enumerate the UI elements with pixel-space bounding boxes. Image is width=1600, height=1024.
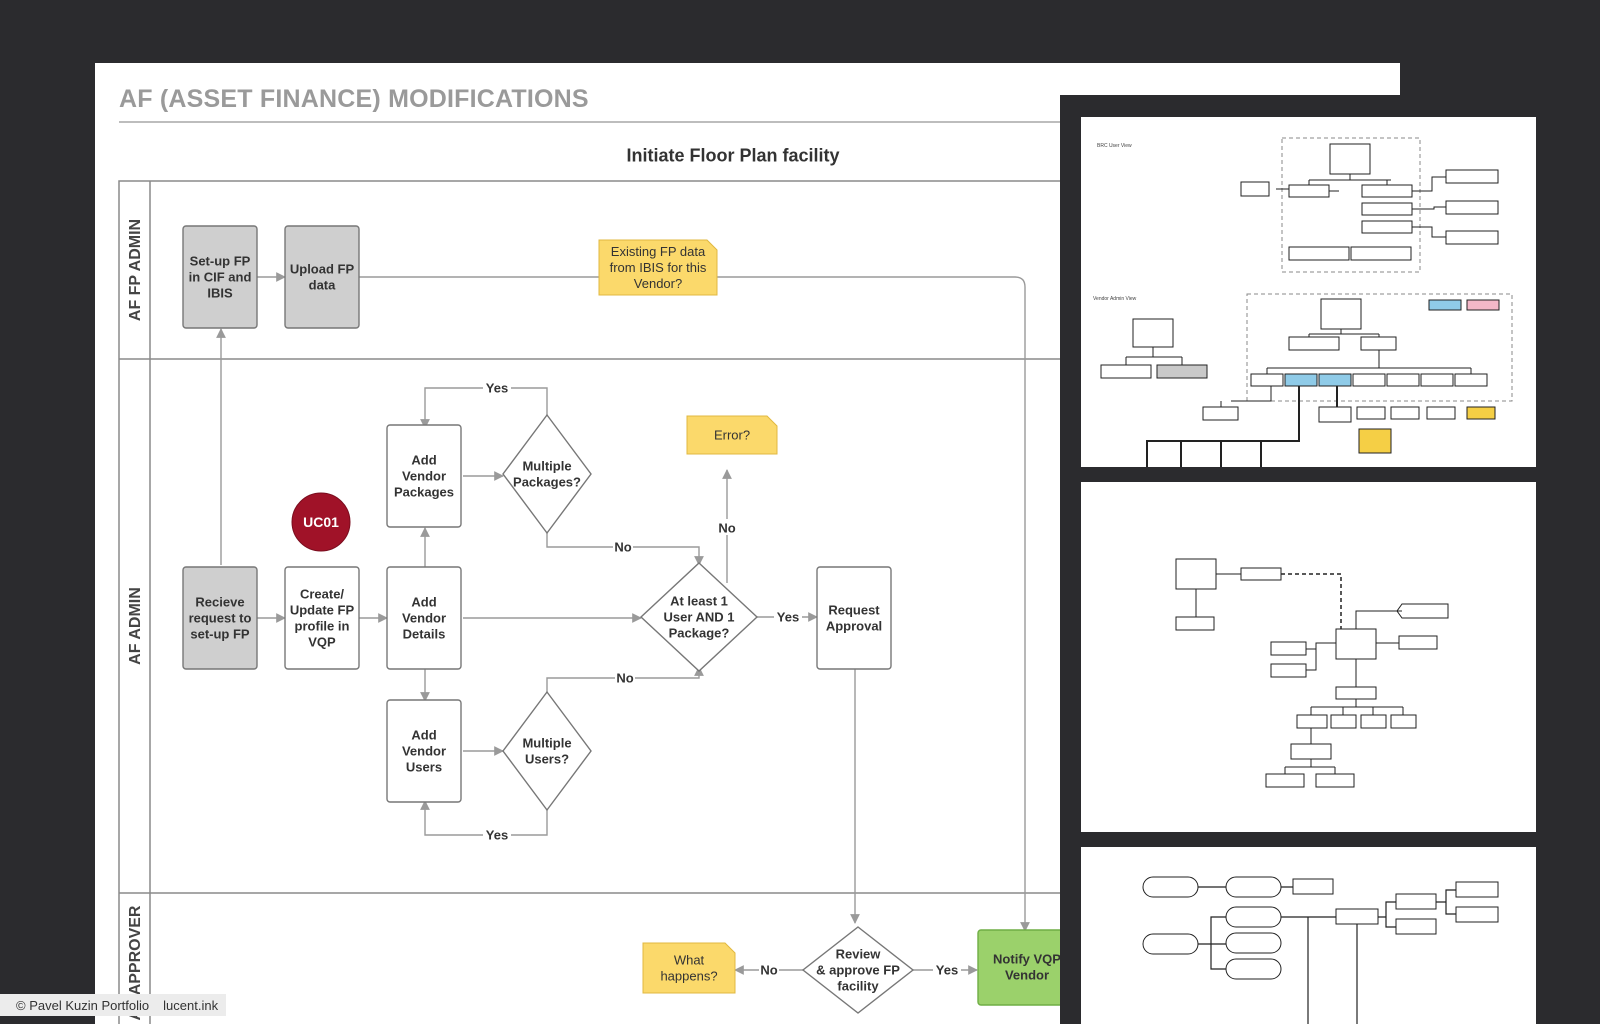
- uc01-badge: [291, 492, 351, 552]
- node-receive-request: [182, 566, 258, 670]
- node-add-vendor-users: [386, 699, 462, 803]
- swimlane-frame: [118, 180, 1140, 1024]
- note-what-happens: [642, 942, 736, 994]
- thumbnail-approval-flow-diagram[interactable]: [1081, 847, 1536, 1024]
- thumbnail-1-graphic: BRC User View Vendor Admin View: [1093, 137, 1513, 467]
- note-error: [686, 415, 778, 455]
- decision-review-approve: [801, 926, 915, 1014]
- edge-label-no-packages: No: [614, 540, 631, 555]
- footer-site-link[interactable]: lucent.ink: [163, 997, 219, 1013]
- lane-label-1: AF FP ADMIN: [127, 219, 144, 321]
- note-existing-fp-data: [598, 239, 718, 296]
- decision-multiple-users: [502, 690, 592, 812]
- diagram-title: Initiate Floor Plan facility: [626, 145, 839, 165]
- thumbnail-3-graphic: [1142, 876, 1499, 1024]
- decision-multiple-packages: [502, 413, 592, 535]
- node-add-vendor-details: [386, 566, 462, 670]
- node-add-vendor-packages: [386, 424, 462, 528]
- footer-bar: © Pavel Kuzin Portfolio lucent.ink: [0, 994, 227, 1016]
- edge-label-no-users: No: [616, 671, 633, 686]
- node-request-approval: [816, 566, 892, 670]
- svg-text:Vendor Admin View: Vendor Admin View: [1093, 296, 1137, 302]
- thumbnail-2-graphic: [1175, 558, 1449, 788]
- edge-label-yes-review: Yes: [936, 963, 958, 978]
- thumbnail-panel: BRC User View Vendor Admin View: [1060, 95, 1600, 1024]
- lane-label-2: AF ADMIN: [127, 587, 144, 665]
- edge-label-yes-users: Yes: [486, 828, 508, 843]
- note-error-label: Error?: [714, 428, 750, 443]
- edge-label-yes-packages: Yes: [486, 381, 508, 396]
- lane-label-3: AF APPROVER: [127, 905, 144, 1020]
- node-setup-fp: [182, 225, 258, 329]
- node-upload-fp: [284, 225, 360, 329]
- thumbnail-user-view-diagram[interactable]: BRC User View Vendor Admin View: [1081, 117, 1536, 467]
- edge-label-yes-approval: Yes: [777, 610, 799, 625]
- footer-copyright: © Pavel Kuzin Portfolio: [16, 997, 150, 1013]
- page-title: AF (ASSET FINANCE) MODIFICATIONS: [119, 85, 589, 113]
- edge-upload-to-notify: [359, 276, 1030, 932]
- edge-label-no-error: No: [718, 521, 735, 536]
- node-create-update-fp: [284, 566, 360, 670]
- thumbnail-vendor-asset-diagram[interactable]: [1081, 482, 1536, 832]
- edge-label-no-review: No: [760, 963, 777, 978]
- svg-text:BRC User View: BRC User View: [1097, 143, 1132, 149]
- flowchart: Initiate Floor Plan facility AF FP ADMIN A…: [118, 145, 1140, 1024]
- decision-user-and-package: [639, 562, 759, 672]
- title-divider: [119, 121, 1119, 123]
- uc01-badge-label: UC01: [303, 514, 339, 530]
